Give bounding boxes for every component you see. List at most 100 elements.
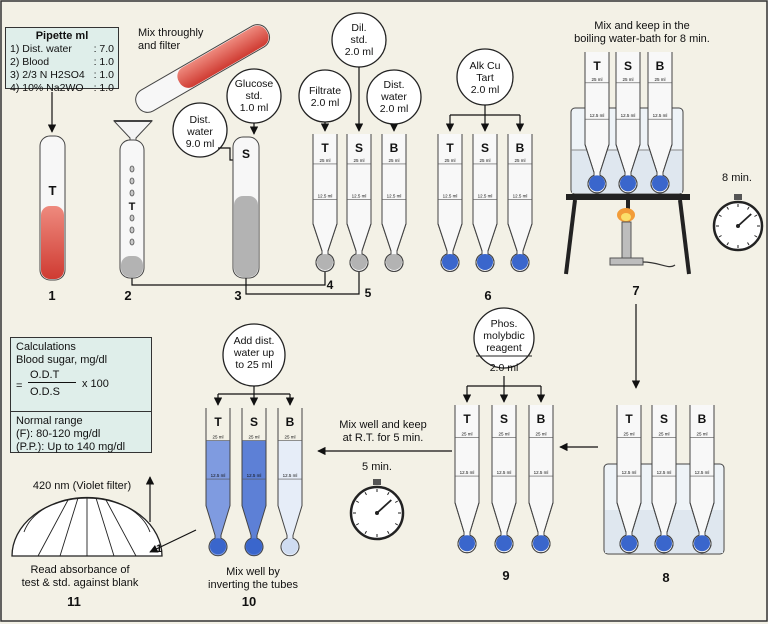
svg-text:Glucose: Glucose xyxy=(235,78,274,90)
arrow-step10-to-step11 xyxy=(149,529,197,553)
tube-1: T xyxy=(39,135,66,281)
tube-outline xyxy=(647,52,673,194)
svg-text:2.0 ml: 2.0 ml xyxy=(471,84,500,96)
mark-25-label: 25 ml xyxy=(479,158,490,163)
mark-25-label: 25 ml xyxy=(212,435,223,440)
mark-25-label: 25 ml xyxy=(388,158,399,163)
tube-outline xyxy=(437,134,463,272)
tube-bulb-liquid xyxy=(246,538,262,555)
stopwatch-tick xyxy=(355,523,360,526)
step-7-number: 7 xyxy=(632,283,639,298)
tube-bulb-liquid xyxy=(317,253,333,270)
tube-letter: S xyxy=(624,59,632,73)
tube-letter: B xyxy=(537,412,546,426)
tube-bulb-liquid xyxy=(656,535,672,552)
mark-25-label: 25 ml xyxy=(623,432,634,437)
tube-bulb-liquid xyxy=(459,535,475,552)
tube-outline xyxy=(615,52,641,194)
step-2-label-line2: and filter xyxy=(138,40,181,52)
stopwatch-tick xyxy=(718,235,722,238)
calc-formula: = O.D.T O.D.S x 100 xyxy=(16,367,146,407)
svg-text:Phos.: Phos. xyxy=(491,318,518,330)
tube-outline xyxy=(651,405,677,554)
step-11-caption-line1: Read absorbance of xyxy=(30,564,130,576)
tube-bulb-liquid xyxy=(386,253,402,270)
pipette-ml: : 1.0 xyxy=(93,82,114,94)
mark-25-label: 25 ml xyxy=(319,158,330,163)
tube-bulb-liquid xyxy=(694,535,710,552)
mark-25-label: 25 ml xyxy=(444,158,455,163)
svg-text:9.0 ml: 9.0 ml xyxy=(186,138,215,150)
svg-text:Tart: Tart xyxy=(476,72,494,84)
calc-subtitle: Blood sugar, mg/dl xyxy=(16,354,108,366)
svg-text:1.0 ml: 1.0 ml xyxy=(240,102,269,114)
tube-letter: S xyxy=(481,141,489,155)
mark-25-label: 25 ml xyxy=(514,158,525,163)
mark-25-label: 25 ml xyxy=(284,435,295,440)
svg-text:Filtrate: Filtrate xyxy=(309,85,341,97)
mark-12-5-label: 12.5 ml xyxy=(318,193,333,198)
tube-outline xyxy=(241,408,267,557)
step-11-number: 11 xyxy=(67,594,81,609)
bubble-phos-molybdic: Phos. molybdic reagent xyxy=(473,307,535,369)
svg-text:2.0 ml: 2.0 ml xyxy=(345,46,374,58)
tube-bulb-liquid xyxy=(533,535,549,552)
dial-arrow-number: 1 xyxy=(156,543,162,555)
stopwatch-5-min-icon xyxy=(349,479,405,541)
step-7-timer-label: 8 min. xyxy=(722,172,752,184)
mark-25-label: 25 ml xyxy=(461,432,472,437)
pipette-row-water: 1) Dist. water: 7.0 xyxy=(10,43,114,56)
mark-12-5-label: 12.5 ml xyxy=(657,470,672,475)
pipette-item: 3) 2/3 N H2SO4 xyxy=(10,69,85,81)
tube-2-letter: T xyxy=(129,201,136,213)
mark-25-label: 25 ml xyxy=(622,77,633,82)
calc-denominator: O.D.S xyxy=(30,386,60,398)
step-9-caption-line1: Mix well and keep xyxy=(339,419,426,431)
pour-test-tube xyxy=(135,24,271,113)
stopwatch-tick xyxy=(387,530,390,535)
pipette-ml: : 1.0 xyxy=(93,56,114,68)
svg-text:Add dist.: Add dist. xyxy=(234,335,275,347)
svg-text:Alk Cu: Alk Cu xyxy=(470,60,501,72)
stopwatch-crown xyxy=(734,194,742,200)
bubble-alk-cu-tart: Alk Cu Tart 2.0 ml xyxy=(456,48,514,106)
mark-12-5-label: 12.5 ml xyxy=(460,470,475,475)
stopwatch-tick xyxy=(718,214,722,217)
mark-12-5-label: 12.5 ml xyxy=(387,193,402,198)
stopwatch-hand xyxy=(376,499,392,514)
tube-outline xyxy=(616,405,642,554)
stopwatch-tick xyxy=(747,206,750,210)
tube-letter: T xyxy=(625,412,633,426)
stopwatch-tick xyxy=(387,491,390,496)
tube-outline xyxy=(205,408,231,557)
tube-letter: T xyxy=(463,412,471,426)
stopwatch-pin xyxy=(375,511,379,515)
mark-25-label: 25 ml xyxy=(248,435,259,440)
pipette-item: 1) Dist. water xyxy=(10,43,72,55)
step-7-caption-line2: boiling water-bath for 8 min. xyxy=(574,33,710,45)
burner-flame-icon xyxy=(609,208,676,268)
bubble-dist-water-2ml: Dist. water 2.0 ml xyxy=(366,69,422,125)
step-10-number: 10 xyxy=(242,594,256,609)
step-11-caption-line2: test & std. against blank xyxy=(22,577,139,589)
step-1-number: 1 xyxy=(48,288,55,303)
stopwatch-tick xyxy=(364,530,367,535)
svg-text:Dist.: Dist. xyxy=(384,79,405,91)
mark-12-5-label: 12.5 ml xyxy=(621,113,636,118)
bubble-glucose-std: Glucose std. 1.0 ml xyxy=(226,68,282,124)
normal-range-title: Normal range xyxy=(16,415,83,427)
pipette-row-tungstate: 4) 10% Na2WO: 1.0 xyxy=(10,82,114,95)
tube-bulb-liquid xyxy=(282,538,298,555)
tube-letter: T xyxy=(214,415,222,429)
stopwatch-tick xyxy=(364,491,367,496)
